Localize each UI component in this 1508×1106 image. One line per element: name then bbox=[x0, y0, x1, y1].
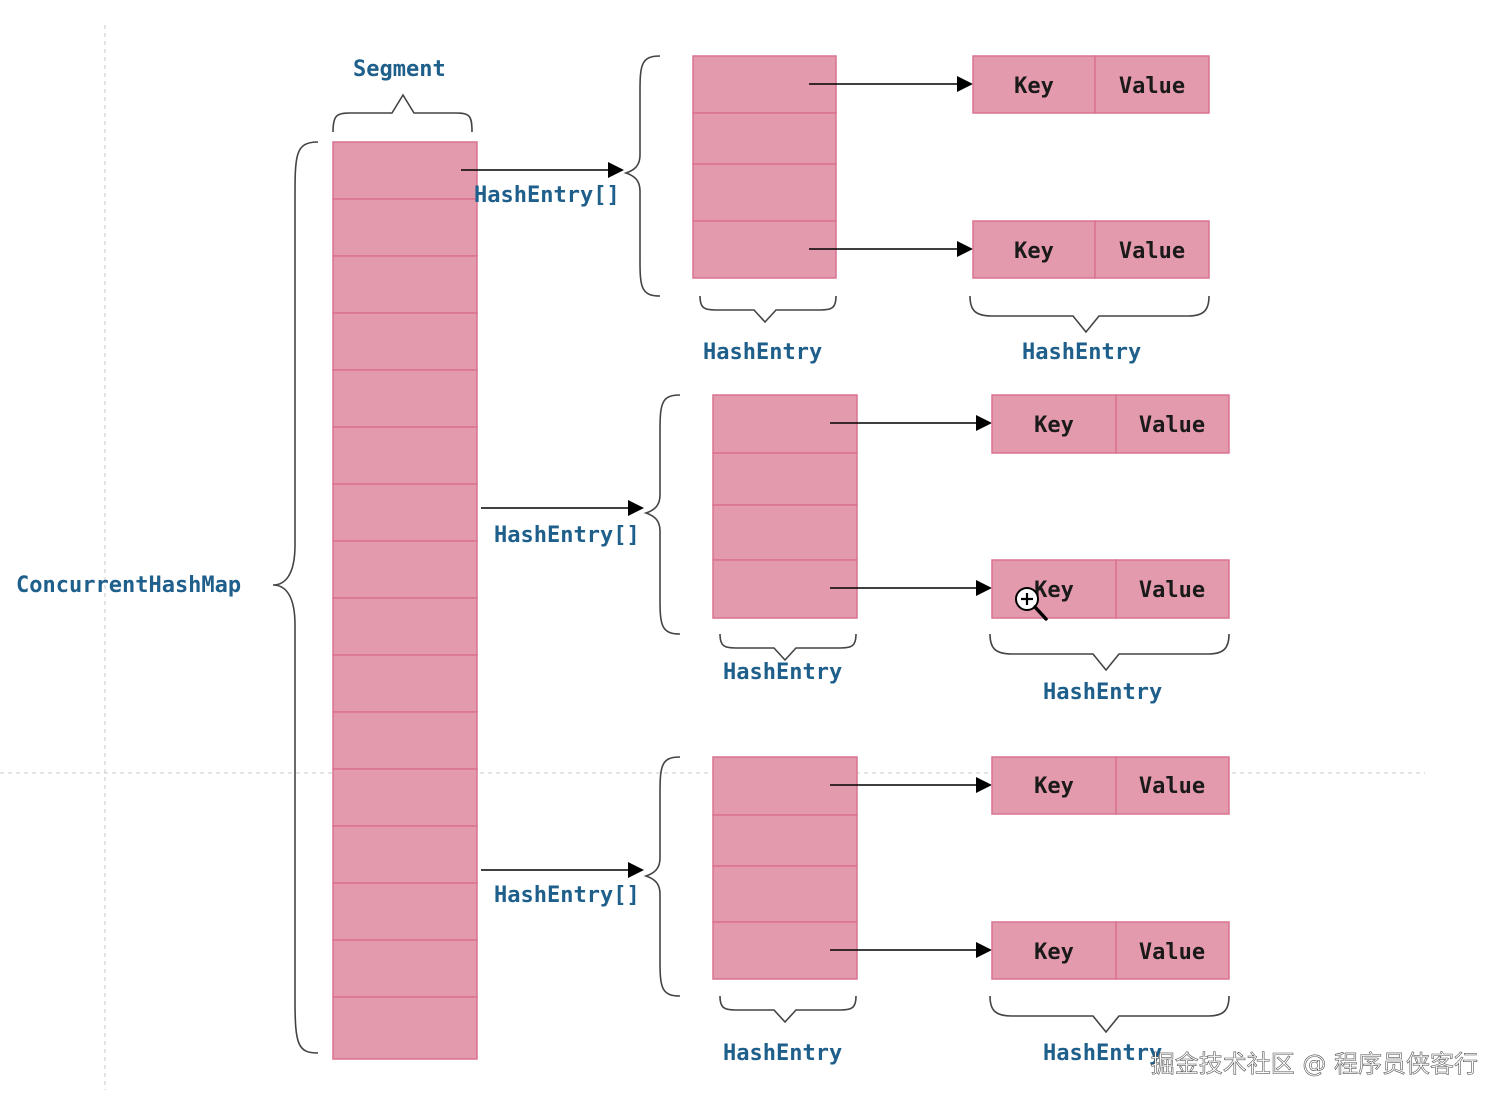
arrowhead bbox=[976, 580, 992, 596]
node-brace bbox=[989, 995, 1230, 1034]
node-brace bbox=[989, 633, 1230, 672]
hash-entry-array-brace bbox=[643, 756, 681, 997]
arrowhead bbox=[976, 777, 992, 793]
segment-cell bbox=[332, 255, 478, 314]
segment-cell bbox=[332, 654, 478, 713]
value-cell bbox=[1115, 756, 1230, 815]
hash-entry-brace bbox=[699, 295, 837, 324]
arrowhead bbox=[608, 162, 624, 178]
hash-entry-group-1: HashEntry[] Key Value Key Value HashEntr… bbox=[461, 55, 1210, 365]
segment-brace bbox=[332, 93, 473, 133]
hash-entry-label: HashEntry bbox=[1043, 680, 1162, 705]
segment-cell bbox=[332, 711, 478, 770]
arrowhead bbox=[976, 942, 992, 958]
segment-cell bbox=[332, 597, 478, 656]
hash-entry-array-label: HashEntry[] bbox=[474, 183, 620, 208]
segment-cell bbox=[332, 939, 478, 998]
segment-cell bbox=[332, 996, 478, 1060]
segment-cell bbox=[332, 369, 478, 428]
arrowhead bbox=[976, 415, 992, 431]
hash-entry-group-3: HashEntry[] Key Value Key Value HashEntr… bbox=[481, 756, 1230, 1066]
hash-entry-array-brace bbox=[623, 55, 661, 297]
key-value-node: Key Value bbox=[991, 921, 1230, 980]
value-label: Value bbox=[1139, 413, 1205, 438]
segment-label: Segment bbox=[353, 57, 446, 82]
value-label: Value bbox=[1139, 774, 1205, 799]
key-cell bbox=[991, 559, 1117, 619]
hash-entry-array-brace bbox=[643, 394, 681, 635]
key-cell bbox=[991, 756, 1117, 815]
hash-entry-group-2: HashEntry[] Key Value Key Value bbox=[481, 394, 1230, 705]
value-label: Value bbox=[1139, 578, 1205, 603]
hash-entry-label: HashEntry bbox=[1022, 340, 1141, 365]
segment-cell bbox=[332, 825, 478, 884]
concurrent-hashmap-brace bbox=[272, 141, 319, 1054]
segment-cell bbox=[332, 426, 478, 485]
segment-cell bbox=[332, 312, 478, 371]
key-label: Key bbox=[1034, 940, 1074, 965]
value-label: Value bbox=[1119, 239, 1185, 264]
hash-entry-label: HashEntry bbox=[703, 340, 822, 365]
hash-entry-array-label: HashEntry[] bbox=[494, 883, 640, 908]
hash-entry-brace bbox=[719, 995, 857, 1024]
arrowhead bbox=[957, 76, 973, 92]
value-cell bbox=[1115, 394, 1230, 454]
key-value-node: Key Value bbox=[991, 394, 1230, 454]
key-value-node: Key Value bbox=[972, 55, 1210, 114]
value-cell bbox=[1115, 921, 1230, 980]
hash-entry-cell bbox=[712, 814, 858, 867]
zoom-in-cursor-icon bbox=[1015, 587, 1048, 621]
key-label: Key bbox=[1034, 578, 1074, 603]
key-label: Key bbox=[1034, 413, 1074, 438]
key-value-node: Key Value bbox=[991, 756, 1230, 815]
key-label: Key bbox=[1034, 774, 1074, 799]
key-value-node: Key Value bbox=[972, 220, 1210, 279]
hash-entry-cell bbox=[712, 452, 858, 506]
hash-entry-cell bbox=[712, 504, 858, 561]
value-label: Value bbox=[1119, 74, 1185, 99]
segment-cell bbox=[332, 141, 478, 200]
hash-entry-cell bbox=[712, 865, 858, 923]
hash-entry-cell bbox=[712, 559, 858, 619]
watermark-text: 掘金技术社区 @ 程序员侠客行 bbox=[1151, 1050, 1478, 1078]
concurrent-hashmap-label: ConcurrentHashMap bbox=[16, 573, 241, 598]
arrowhead bbox=[957, 241, 973, 257]
arrowhead bbox=[628, 500, 644, 516]
value-cell bbox=[1094, 55, 1210, 114]
hash-entry-brace bbox=[719, 633, 857, 662]
segment-cell bbox=[332, 483, 478, 542]
value-label: Value bbox=[1139, 940, 1205, 965]
segment-column bbox=[332, 141, 478, 1060]
segment-cell bbox=[332, 882, 478, 941]
key-cell bbox=[972, 220, 1096, 279]
segment-cell bbox=[332, 540, 478, 599]
hash-entry-label: HashEntry bbox=[723, 1041, 842, 1066]
hash-entry-cell bbox=[712, 394, 858, 454]
hash-entry-label: HashEntry bbox=[723, 660, 842, 685]
key-label: Key bbox=[1014, 239, 1054, 264]
segment-cell bbox=[332, 768, 478, 827]
node-brace bbox=[969, 295, 1210, 334]
hash-entry-array-label: HashEntry[] bbox=[494, 523, 640, 548]
segment-cell bbox=[332, 198, 478, 257]
value-cell bbox=[1094, 220, 1210, 279]
hash-entry-label: HashEntry bbox=[1043, 1041, 1162, 1066]
key-cell bbox=[972, 55, 1096, 114]
arrowhead bbox=[628, 862, 644, 878]
hash-entry-cell bbox=[712, 756, 858, 816]
key-cell bbox=[991, 921, 1117, 980]
key-value-node: Key Value bbox=[991, 559, 1230, 619]
hash-entry-cell bbox=[692, 112, 837, 165]
hash-entry-cell bbox=[692, 163, 837, 222]
key-label: Key bbox=[1014, 74, 1054, 99]
value-cell bbox=[1115, 559, 1230, 619]
